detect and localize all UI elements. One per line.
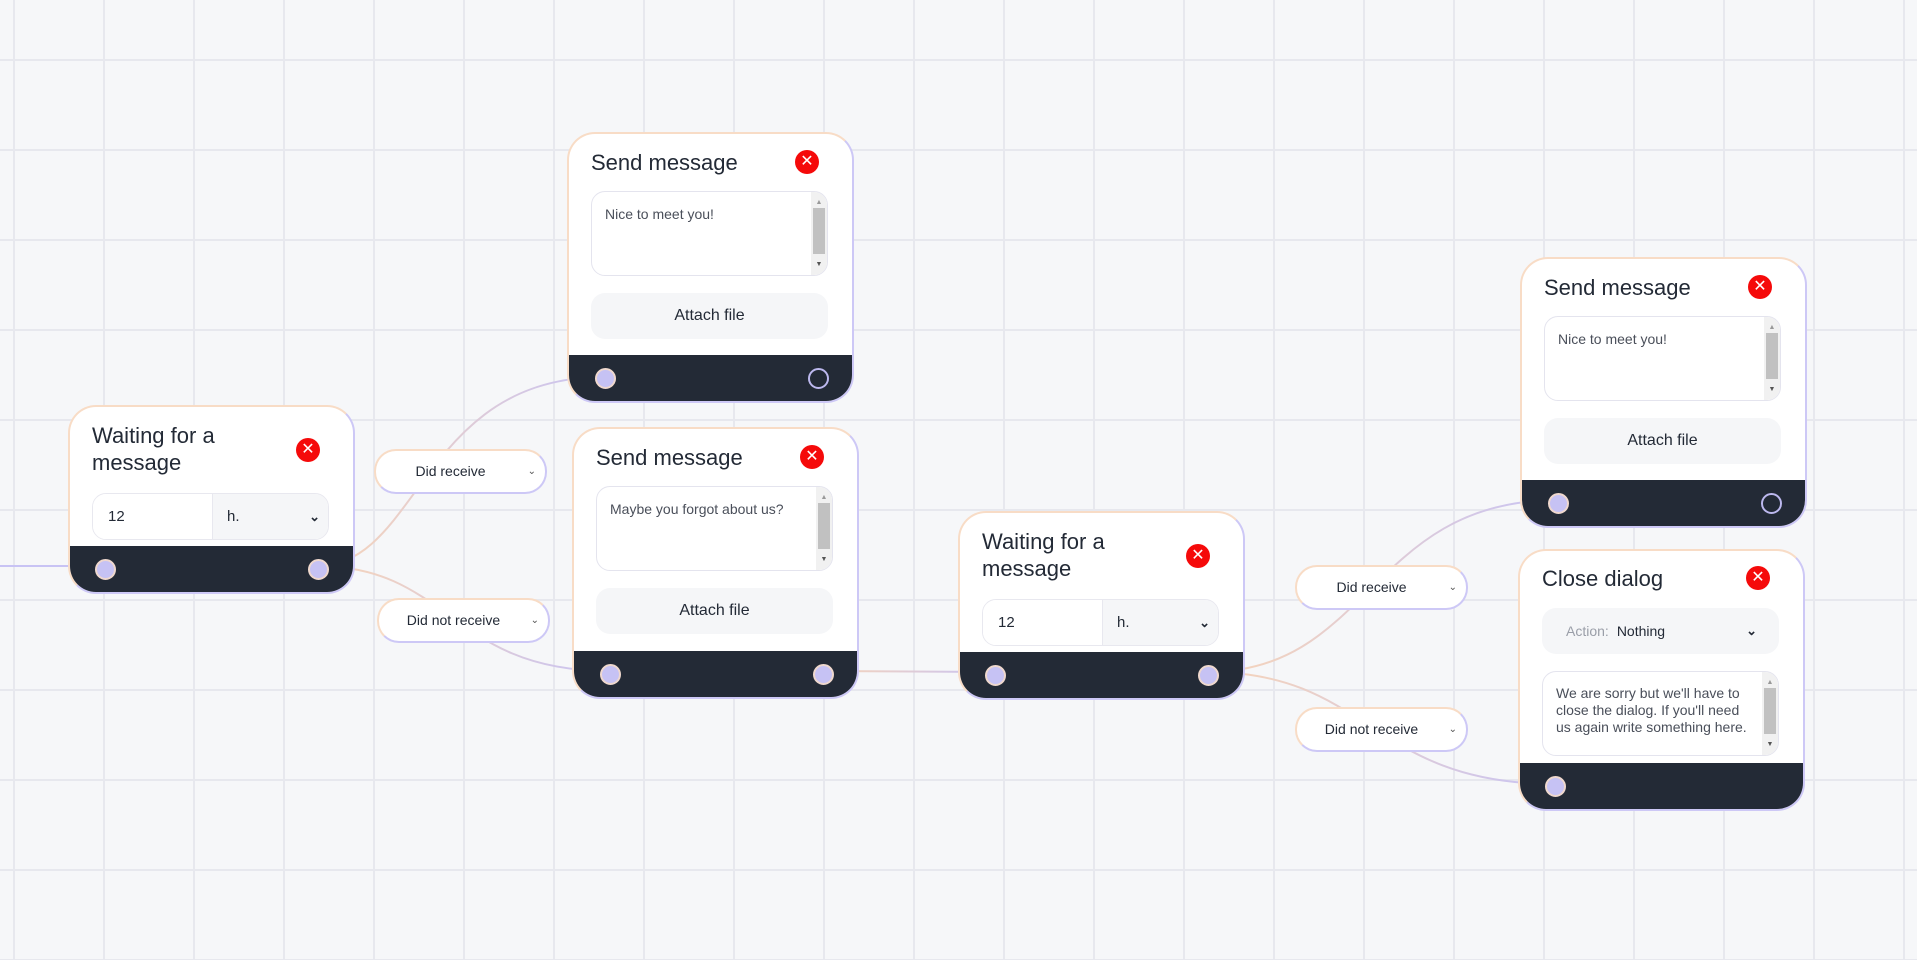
amount-input[interactable]: 12: [983, 600, 1103, 645]
node-footer: [574, 651, 857, 697]
chevron-down-icon: ⌄: [309, 509, 320, 524]
input-port[interactable]: [1545, 776, 1566, 797]
condition-label: Did receive: [1336, 579, 1407, 595]
unit-value: h.: [227, 508, 240, 525]
condition-did-receive[interactable]: Did receive ⌄: [1295, 565, 1468, 610]
node-footer: [960, 652, 1243, 698]
node-footer: [1520, 763, 1803, 809]
output-port[interactable]: [1761, 493, 1782, 514]
chevron-down-icon: ⌄: [1199, 615, 1210, 630]
wait-duration: 12 h. ⌄: [92, 493, 329, 540]
condition-label: Did receive: [415, 463, 486, 479]
input-port[interactable]: [985, 665, 1006, 686]
close-icon[interactable]: ✕: [1746, 566, 1770, 590]
condition-label: Did not receive: [406, 612, 501, 628]
condition-label: Did not receive: [1324, 721, 1419, 737]
attach-file-button[interactable]: Attach file: [596, 588, 833, 634]
chevron-down-icon: ⌄: [1746, 623, 1757, 638]
chevron-down-icon: ⌄: [1448, 724, 1457, 735]
node-title: Waiting for a message: [982, 529, 1105, 581]
condition-did-not-receive[interactable]: Did not receive ⌄: [1295, 707, 1468, 752]
output-port[interactable]: [813, 664, 834, 685]
message-textarea[interactable]: Nice to meet you! ▲▼: [591, 191, 828, 276]
close-icon[interactable]: ✕: [296, 438, 320, 462]
attach-file-button[interactable]: Attach file: [591, 293, 828, 339]
send-message-node: Send message ✕ Maybe you forgot about us…: [572, 427, 859, 699]
close-icon[interactable]: ✕: [795, 150, 819, 174]
scrollbar[interactable]: ▲▼: [1762, 672, 1778, 755]
input-port[interactable]: [600, 664, 621, 685]
output-port[interactable]: [308, 559, 329, 580]
attach-file-button[interactable]: Attach file: [1544, 418, 1781, 464]
output-port[interactable]: [1198, 665, 1219, 686]
message-textarea[interactable]: Nice to meet you! ▲▼: [1544, 316, 1781, 401]
condition-did-receive[interactable]: Did receive ⌄: [374, 449, 547, 494]
message-text: Nice to meet you!: [605, 206, 714, 222]
send-message-node: Send message ✕ Nice to meet you! ▲▼ Attac…: [1520, 257, 1807, 528]
chevron-down-icon: ⌄: [527, 466, 536, 477]
close-icon[interactable]: ✕: [1748, 275, 1772, 299]
node-footer: [70, 546, 353, 592]
message-text: Maybe you forgot about us?: [610, 501, 784, 517]
condition-did-not-receive[interactable]: Did not receive ⌄: [377, 598, 550, 643]
unit-select[interactable]: h. ⌄: [1103, 600, 1218, 645]
scrollbar[interactable]: ▲▼: [816, 487, 832, 570]
node-title: Send message: [596, 445, 743, 470]
node-title: Waiting for a message: [92, 423, 215, 475]
message-textarea[interactable]: We are sorry but we'll have to close the…: [1542, 671, 1779, 756]
waiting-node: Waiting for a message ✕ 12 h. ⌄: [958, 511, 1245, 700]
close-icon[interactable]: ✕: [800, 445, 824, 469]
send-message-node: Send message ✕ Nice to meet you! ▲▼ Attac…: [567, 132, 854, 403]
chevron-down-icon: ⌄: [530, 615, 539, 626]
scrollbar[interactable]: ▲▼: [1764, 317, 1780, 400]
wait-duration: 12 h. ⌄: [982, 599, 1219, 646]
message-text: We are sorry but we'll have to close the…: [1556, 685, 1747, 735]
input-port[interactable]: [595, 368, 616, 389]
node-title: Close dialog: [1542, 566, 1664, 591]
close-dialog-node: Close dialog ✕ Action: Nothing ⌄ We are s…: [1518, 549, 1805, 811]
message-textarea[interactable]: Maybe you forgot about us? ▲▼: [596, 486, 833, 571]
node-title: Send message: [591, 150, 738, 175]
action-select[interactable]: Action: Nothing ⌄: [1542, 608, 1779, 654]
unit-value: h.: [1117, 614, 1130, 631]
amount-input[interactable]: 12: [93, 494, 213, 539]
output-port[interactable]: [808, 368, 829, 389]
action-value: Nothing: [1616, 623, 1666, 639]
scrollbar[interactable]: ▲▼: [811, 192, 827, 275]
action-label: Action:: [1566, 623, 1609, 639]
input-port[interactable]: [95, 559, 116, 580]
unit-select[interactable]: h. ⌄: [213, 494, 328, 539]
message-text: Nice to meet you!: [1558, 331, 1667, 347]
node-title: Send message: [1544, 275, 1691, 300]
input-port[interactable]: [1548, 493, 1569, 514]
node-footer: [1522, 480, 1805, 526]
node-footer: [569, 355, 852, 401]
waiting-node: Waiting for a message ✕ 12 h. ⌄: [68, 405, 355, 594]
close-icon[interactable]: ✕: [1186, 544, 1210, 568]
chevron-down-icon: ⌄: [1448, 582, 1457, 593]
